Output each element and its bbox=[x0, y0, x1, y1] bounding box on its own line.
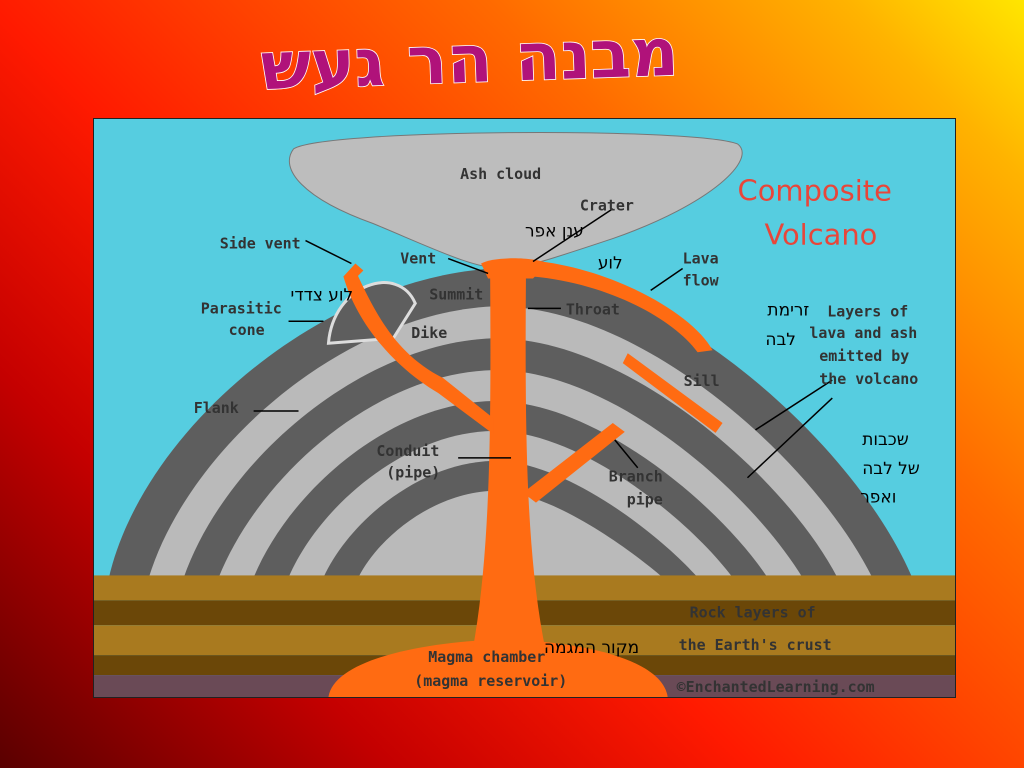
label-lava-flow-1: Lava bbox=[683, 250, 719, 268]
label-branch-pipe-1: Branch bbox=[609, 468, 663, 486]
crater-magma bbox=[481, 258, 548, 279]
copyright-label: ©EnchantedLearning.com bbox=[677, 678, 875, 696]
label-vent: Vent bbox=[400, 250, 436, 268]
branch-pipe bbox=[523, 422, 625, 503]
label-conduit-1: Conduit bbox=[376, 442, 439, 460]
label-ash-cloud: Ash cloud bbox=[460, 165, 541, 183]
label-layers-4: the volcano bbox=[819, 370, 918, 388]
label-lava-flow-2: flow bbox=[683, 271, 719, 289]
side-vent-magma bbox=[343, 263, 364, 279]
label-side-vent: Side vent bbox=[220, 235, 301, 253]
hebrew-label-ash-cloud: ענן אפר bbox=[525, 221, 584, 241]
label-summit: Summit bbox=[429, 285, 483, 303]
label-layers-2: lava and ash bbox=[809, 324, 917, 342]
label-throat: Throat bbox=[566, 300, 620, 318]
label-sill: Sill bbox=[684, 372, 720, 390]
annotation-arrows bbox=[253, 208, 833, 479]
lava-flow bbox=[532, 260, 713, 353]
label-magma-chamber-1: Magma chamber bbox=[428, 648, 545, 666]
label-rock-layers-2: the Earth's crust bbox=[679, 636, 832, 654]
label-crater: Crater bbox=[580, 197, 634, 215]
hebrew-label-lava-flow-1: זרימת bbox=[767, 299, 809, 319]
label-magma-chamber-2: (magma reservoir) bbox=[414, 672, 567, 690]
label-conduit-2: (pipe) bbox=[386, 464, 440, 482]
label-parasitic-cone-2: cone bbox=[229, 321, 265, 339]
label-layers-1: Layers of bbox=[827, 302, 908, 320]
ash-cloud bbox=[288, 131, 743, 269]
magma-chamber bbox=[328, 639, 668, 697]
slide-title: מבנה הר געש bbox=[259, 13, 681, 106]
hebrew-label-layers-2: של לבה bbox=[862, 458, 920, 478]
slide-title-text: מבנה הר געש bbox=[260, 14, 680, 106]
diagram-heading-line1: Composite bbox=[738, 174, 892, 208]
label-rock-layers-1: Rock layers of bbox=[690, 603, 816, 621]
hebrew-label-side-vent: לוע צדדי bbox=[291, 284, 354, 304]
dike bbox=[343, 270, 494, 434]
label-dike: Dike bbox=[411, 324, 447, 342]
label-layers-3: emitted by bbox=[819, 347, 909, 365]
hebrew-label-layers-1: שכבות bbox=[862, 429, 909, 449]
label-flank: Flank bbox=[194, 399, 239, 417]
hebrew-label-vent: לוע bbox=[598, 252, 623, 272]
label-parasitic-cone-1: Parasitic bbox=[201, 299, 282, 317]
hebrew-label-layers-3: ואפר bbox=[860, 487, 896, 507]
label-branch-pipe-2: pipe bbox=[627, 491, 663, 509]
diagram-heading-line2: Volcano bbox=[764, 218, 877, 252]
hebrew-label-lava-flow-2: לבה bbox=[765, 329, 796, 349]
sill bbox=[622, 353, 723, 433]
hebrew-label-magma-chamber: מקור המגמה bbox=[544, 637, 639, 657]
volcano-diagram: Composite Volcano Ash cloud Crater Side … bbox=[93, 118, 956, 698]
